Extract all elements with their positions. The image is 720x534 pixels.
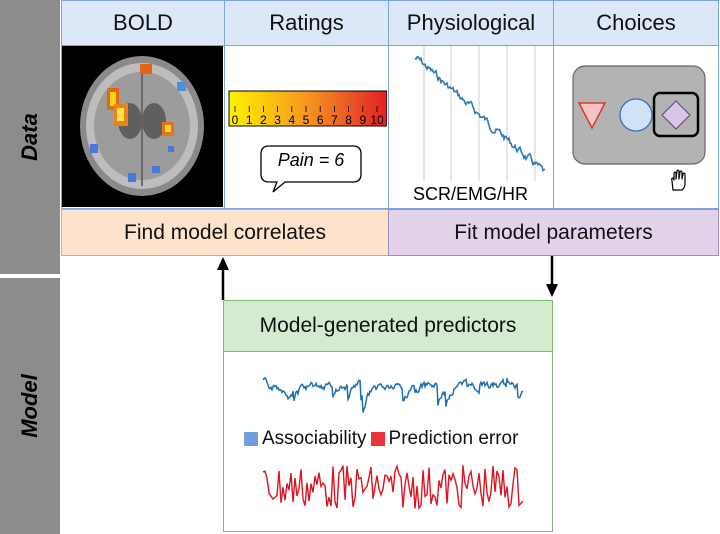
scale-tick-label: 10 [370, 113, 384, 127]
hand-pointer-icon [671, 169, 686, 191]
choice-diamond [661, 100, 691, 130]
model-sidebar: Model [0, 278, 60, 534]
bold-cell [61, 46, 225, 209]
choice-triangle [577, 102, 607, 130]
model-predictors-title: Model-generated predictors [223, 300, 553, 352]
predictor-traces [262, 376, 524, 511]
scale-tick-label: 5 [303, 113, 310, 127]
model-side-label: Model [17, 374, 42, 438]
legend-prediction-error: Prediction error [388, 428, 519, 449]
physio-trace-line [414, 55, 546, 173]
physio-caption: SCR/EMG/HR [412, 184, 528, 204]
arrow-up-icon [217, 257, 229, 300]
physio-trace [414, 46, 546, 181]
scale-tick-label: 0 [232, 113, 239, 127]
prediction-error-swatch [370, 432, 385, 446]
scale-tick-label: 1 [246, 113, 253, 127]
scale-tick-label: 6 [317, 113, 324, 127]
associability-swatch [244, 432, 258, 446]
choices-panel [572, 65, 706, 165]
predictor-legend: Associability Prediction error [244, 428, 518, 450]
scale-tick-label: 7 [331, 113, 338, 127]
data-side-label: Data [17, 113, 42, 161]
brain-scan [62, 46, 223, 207]
header-choices: Choices [553, 0, 719, 46]
choices-cell [553, 46, 719, 209]
arrow-down-icon [546, 256, 558, 297]
speech-bubble [260, 145, 362, 193]
scale-tick-label: 4 [288, 113, 295, 127]
data-sidebar: Data [0, 0, 60, 274]
scale-tick-label: 2 [260, 113, 267, 127]
find-correlates-bar: Find model correlates [61, 209, 389, 256]
physiological-cell: SCR/EMG/HR [388, 46, 554, 209]
header-bold: BOLD [61, 0, 225, 46]
pain-rating-text: Pain = 6 [277, 150, 345, 170]
scale-tick-label: 8 [345, 113, 352, 127]
associability-trace [262, 376, 524, 413]
legend-associability: Associability [262, 428, 367, 449]
header-ratings: Ratings [224, 0, 389, 46]
choice-circle [619, 98, 653, 132]
prediction-error-trace [262, 463, 524, 511]
scale-tick-label: 9 [359, 113, 366, 127]
header-physiological: Physiological [388, 0, 554, 46]
scale-tick-label: 3 [274, 113, 281, 127]
fit-parameters-bar: Fit model parameters [388, 209, 719, 256]
